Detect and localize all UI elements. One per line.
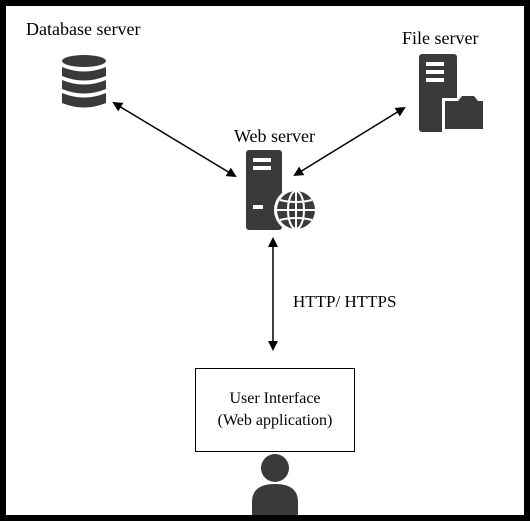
file-server-label: File server [402, 28, 479, 48]
file-server-icon [419, 54, 486, 132]
ui-subtitle: (Web application) [217, 412, 333, 429]
db-web-arrow [112, 101, 237, 178]
user-icon [252, 454, 298, 515]
protocol-label: HTTP/ HTTPS [293, 292, 397, 311]
diagram-canvas [62, 54, 486, 515]
database-icon [62, 55, 106, 108]
web-server-icon [246, 150, 318, 232]
file-web-arrow [293, 106, 406, 177]
user-interface-box: User Interface (Web application) [195, 368, 355, 452]
ui-title: User Interface [229, 390, 321, 407]
database-server-label: Database server [26, 19, 141, 39]
